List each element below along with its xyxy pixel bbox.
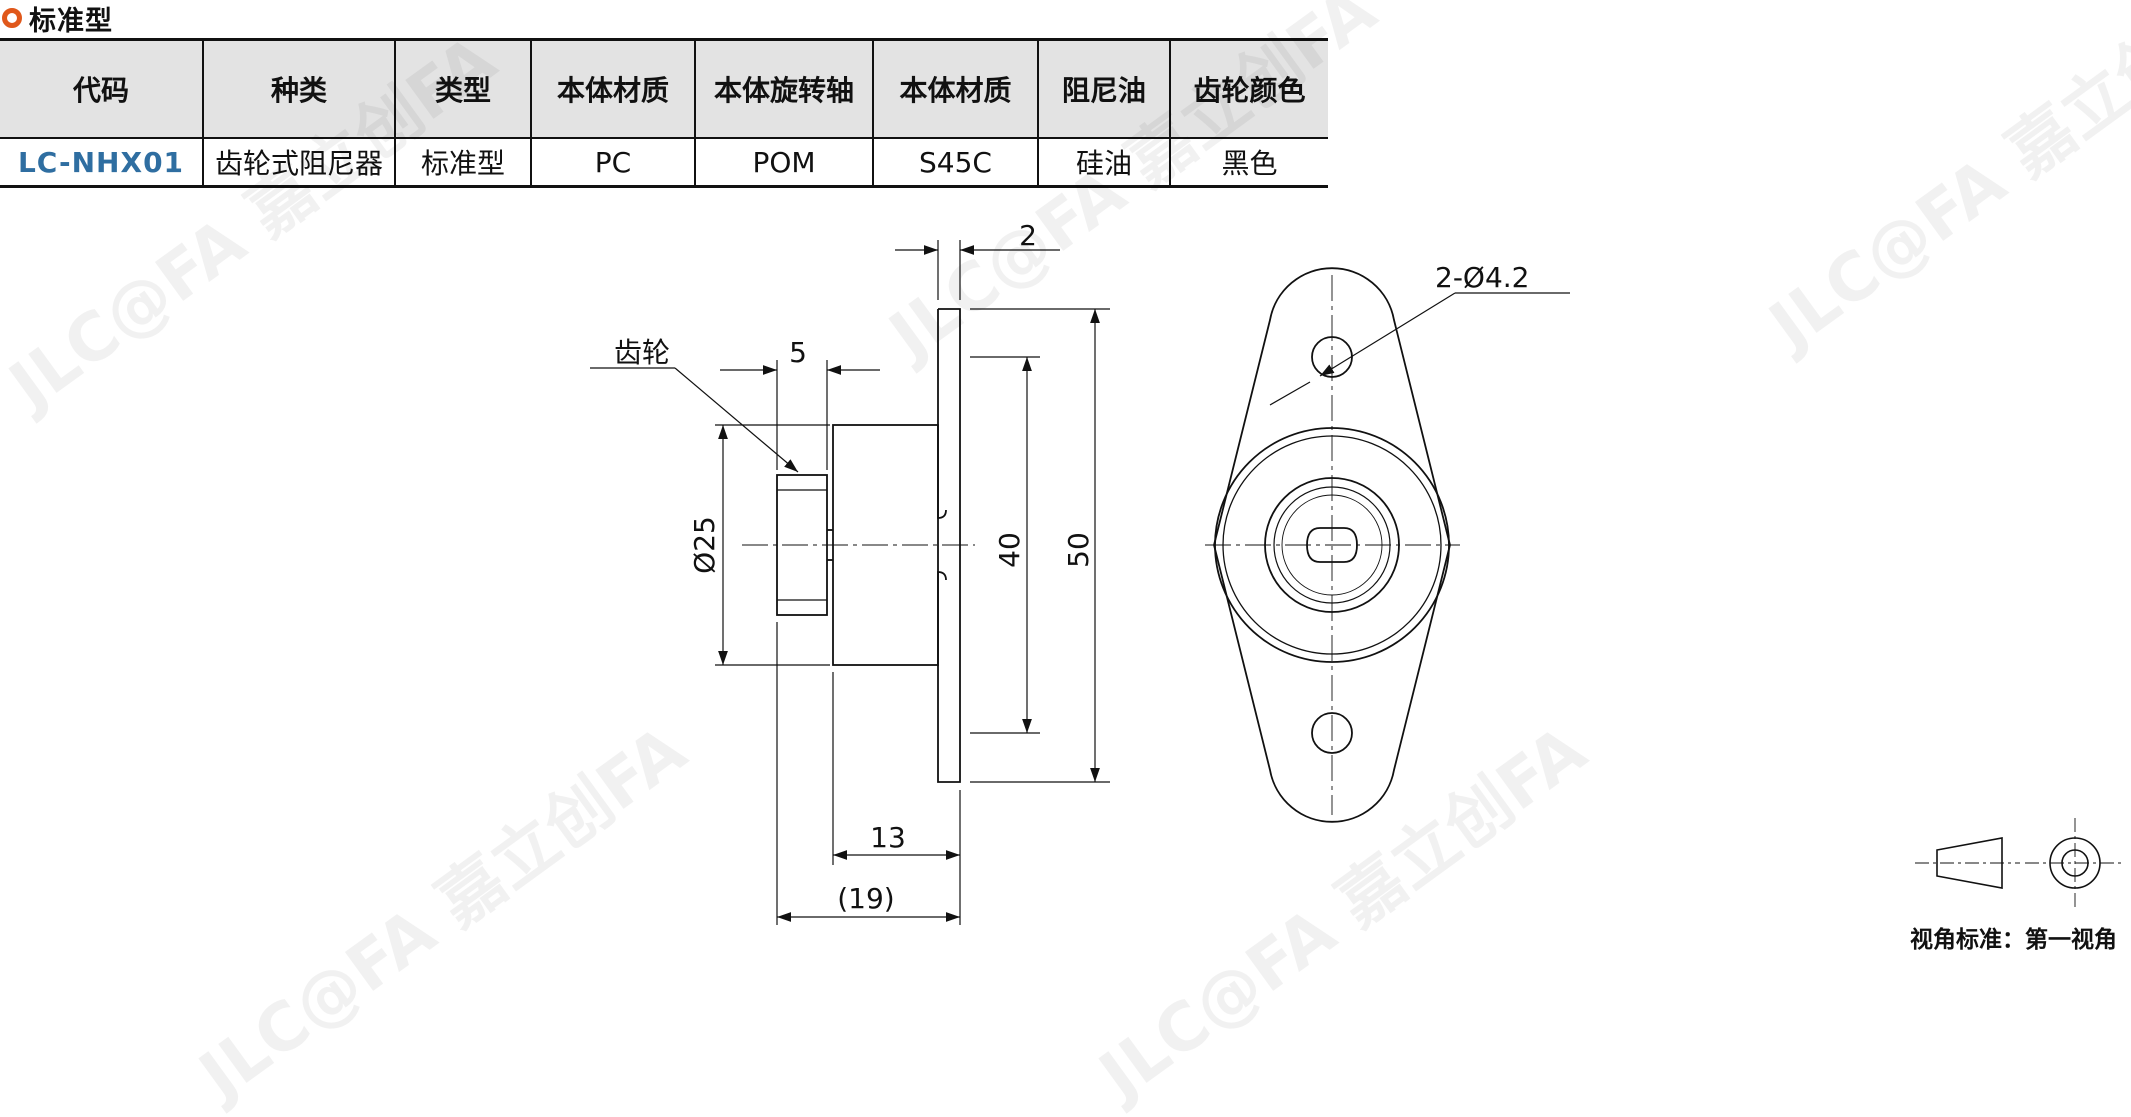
cell-body-material: PC <box>530 138 695 188</box>
column-header-gear-color: 齿轮颜色 <box>1169 38 1328 139</box>
inner-boss <box>1264 477 1400 613</box>
column-header-code: 代码 <box>0 38 203 139</box>
front-view <box>1205 267 1570 823</box>
dim-gear-diameter: Ø25 <box>688 516 721 574</box>
dim-hole-pitch: 40 <box>993 532 1026 568</box>
spec-table: 代码 种类 类型 本体材质 本体旋转轴 本体材质 阻尼油 齿轮颜色 LC-NHX… <box>0 38 1328 188</box>
cell-type: 标准型 <box>394 138 531 188</box>
column-header-shaft: 本体旋转轴 <box>694 38 873 139</box>
dim-overall-height: 50 <box>1062 532 1095 568</box>
cell-damping-oil: 硅油 <box>1037 138 1170 188</box>
column-header-kind: 种类 <box>202 38 395 139</box>
view-standard-label: 视角标准：第一视角 <box>1910 927 2117 953</box>
dim-plate-thickness: 2 <box>1019 219 1037 252</box>
gear-label: 齿轮 <box>614 336 670 369</box>
cell-code: LC-NHX01 <box>0 138 203 188</box>
section-title: 标准型 <box>29 5 113 37</box>
shaft-hole <box>1306 527 1358 563</box>
technical-drawing: 2 5 齿轮 Ø25 40 50 13 (19) 2-Ø4.2 <box>590 219 2125 925</box>
mounting-hole-bottom <box>1311 712 1353 754</box>
table-header-row: 代码 种类 类型 本体材质 本体旋转轴 本体材质 阻尼油 齿轮颜色 <box>0 38 1328 139</box>
cell-body-material-2: S45C <box>872 138 1038 188</box>
section-header: 标准型 <box>0 0 113 37</box>
column-header-type: 类型 <box>394 38 531 139</box>
column-header-damping-oil: 阻尼油 <box>1037 38 1170 139</box>
column-header-body-material-2: 本体材质 <box>872 38 1038 139</box>
damper-body <box>832 424 939 666</box>
gear <box>776 474 828 616</box>
body-outer-circle <box>1214 427 1450 663</box>
flange-outline <box>1213 267 1451 823</box>
mounting-plate <box>937 308 961 783</box>
table-row: LC-NHX01 齿轮式阻尼器 标准型 PC POM S45C 硅油 黑色 <box>0 138 1328 188</box>
projection-symbol-icon <box>1915 818 2125 908</box>
dim-body-length: 13 <box>870 821 906 854</box>
dim-mounting-holes: 2-Ø4.2 <box>1435 261 1530 294</box>
cell-gear-color: 黑色 <box>1169 138 1328 188</box>
circle-bullet-icon <box>2 8 22 28</box>
cell-shaft: POM <box>694 138 873 188</box>
dim-overall-length: (19) <box>837 882 894 915</box>
dim-gear-width: 5 <box>789 336 807 369</box>
cell-kind: 齿轮式阻尼器 <box>202 138 395 188</box>
side-view <box>590 240 1110 925</box>
column-header-body-material: 本体材质 <box>530 38 695 139</box>
